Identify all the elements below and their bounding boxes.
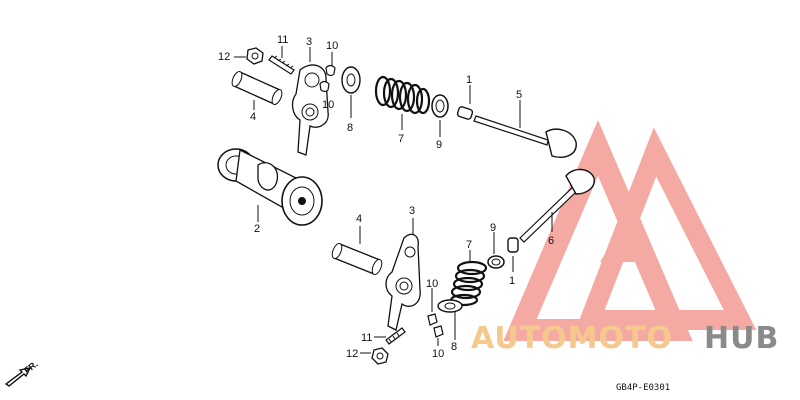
spring-retainer-icon <box>341 66 361 118</box>
valve-cotter-icon <box>319 52 336 93</box>
rocker-shaft-icon <box>331 226 383 276</box>
part-label: 11 <box>361 332 372 344</box>
valve-cotter-icon <box>427 288 444 346</box>
front-direction-arrow-icon <box>4 367 32 387</box>
part-label: 10 <box>426 278 438 290</box>
part-label: 10 <box>326 40 338 52</box>
watermark-logo-icon <box>503 120 757 341</box>
part-label: 9 <box>436 139 442 151</box>
camshaft-icon <box>217 148 323 226</box>
part-label: 7 <box>398 133 404 145</box>
watermark-text: AUTOMOTO HUB <box>471 321 779 356</box>
spring-seat-icon <box>487 232 505 269</box>
part-label: 6 <box>548 235 554 247</box>
part-label: 3 <box>409 205 415 217</box>
rocker-arm-icon <box>385 218 421 331</box>
part-label: 12 <box>218 51 230 63</box>
part-label: 4 <box>250 111 256 123</box>
valve-icon <box>473 100 577 158</box>
stem-seal-icon <box>456 85 474 120</box>
part-label: 7 <box>466 239 472 251</box>
diagram-code: GB4P-E0301 <box>616 383 670 393</box>
part-label: 4 <box>356 213 362 225</box>
spring-seat-icon <box>431 94 449 137</box>
part-label: 10 <box>432 348 444 360</box>
part-label: 8 <box>451 341 457 353</box>
rocker-shaft-icon <box>231 71 283 110</box>
valve-spring-icon <box>374 75 431 130</box>
valve-spring-icon <box>449 250 488 307</box>
part-label: 8 <box>347 122 353 134</box>
watermark-text-automoto: AUTOMOTO <box>471 321 673 356</box>
part-label: 11 <box>277 34 288 46</box>
stem-seal-icon <box>507 237 519 272</box>
part-label: 12 <box>346 348 358 360</box>
valve-icon <box>519 168 595 243</box>
part-label: 5 <box>516 89 522 101</box>
watermark-text-hub: HUB <box>704 321 779 356</box>
nut-icon <box>234 47 264 65</box>
part-label: 1 <box>509 275 515 287</box>
part-label: 2 <box>254 223 260 235</box>
part-label: 10 <box>322 99 334 111</box>
rocker-arm-icon <box>291 47 329 156</box>
part-label: 3 <box>306 36 312 48</box>
part-labels-lower: 4 3 9 7 6 1 10 11 12 10 8 <box>346 205 554 360</box>
spring-retainer-icon <box>437 299 463 340</box>
adjuster-screw-icon <box>268 46 295 75</box>
part-label: 9 <box>490 222 496 234</box>
adjuster-screw-icon <box>374 327 406 345</box>
nut-icon <box>360 347 389 365</box>
part-label: 1 <box>466 74 472 86</box>
part-labels-upper: 12 11 3 10 10 4 8 7 9 1 5 2 <box>218 34 522 235</box>
